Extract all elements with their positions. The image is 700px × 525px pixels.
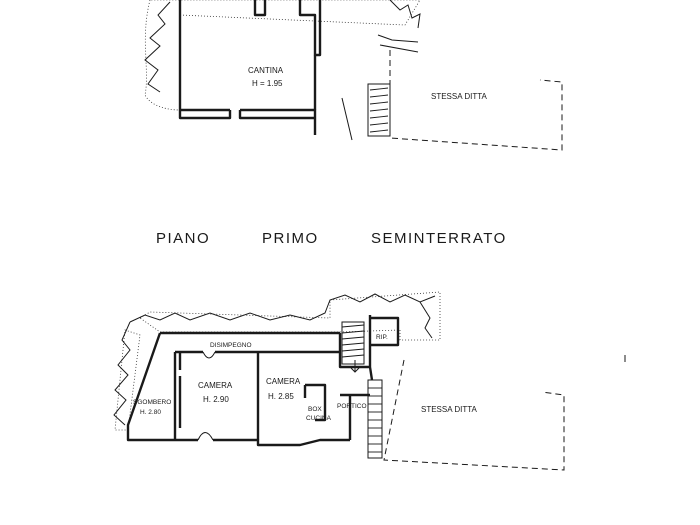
camera2-height: H. 2.85 xyxy=(268,392,294,401)
top-neighbor-boundary xyxy=(389,50,563,151)
bottom-neighbor-boundary xyxy=(383,359,565,471)
top-earth-left xyxy=(144,0,181,111)
bottom-stair-treads xyxy=(341,324,365,358)
portico-label: PORTICO xyxy=(337,403,367,410)
stair-arrow xyxy=(350,360,360,373)
top-partition xyxy=(253,0,322,57)
disimpegno-walls xyxy=(175,315,374,381)
bottom-rock-edge-top xyxy=(129,293,436,323)
camera1-height: H. 2.90 xyxy=(203,395,229,404)
top-oblique xyxy=(341,97,353,141)
bottom-plan: DISIMPEGNO SGOMBERO H. 2.80 CAMERA H. 2.… xyxy=(113,291,626,471)
exterior-steps xyxy=(367,379,383,459)
top-plan: CANTINA H = 1.95 STESSA DITTA xyxy=(144,0,563,151)
top-stair-treads xyxy=(369,87,389,133)
title-word-piano: PIANO xyxy=(156,230,210,247)
title-word-primo: PRIMO xyxy=(262,230,319,247)
title-word-seminterrato: SEMINTERRATO xyxy=(371,230,507,247)
sgombero-height: H. 2.80 xyxy=(140,409,161,416)
box-cucina-walls xyxy=(303,383,327,422)
top-stessa-ditta: STESSA DITTA xyxy=(431,92,488,101)
top-ramp xyxy=(377,34,419,53)
box-label: BOX xyxy=(308,406,322,413)
bottom-outer-wall xyxy=(126,331,350,447)
bottom-rock-edge-right xyxy=(419,301,433,339)
camera1-label: CAMERA xyxy=(198,381,233,390)
rip-room xyxy=(370,316,400,347)
bottom-rock-edge-left xyxy=(113,321,131,426)
top-rock-edge-left xyxy=(144,1,171,93)
cantina-label: CANTINA xyxy=(248,66,284,75)
plan-title: PIANO PRIMO SEMINTERRATO xyxy=(156,230,507,247)
cantina-height: H = 1.95 xyxy=(252,79,283,88)
sgombero-label: SGOMBERO xyxy=(133,399,171,406)
top-rock-edge-right xyxy=(389,0,421,29)
top-wall-bottom xyxy=(178,110,315,120)
camera2-label: CAMERA xyxy=(266,377,301,386)
exterior-step-treads xyxy=(368,387,382,453)
door-swing-camera1 xyxy=(197,432,214,441)
portico-right-wall xyxy=(340,393,370,440)
disimpegno-label: DISIMPEGNO xyxy=(210,342,252,349)
bottom-stessa-ditta: STESSA DITTA xyxy=(421,405,478,414)
cucina-label: CUCINA xyxy=(306,415,332,422)
rip-label: RIP. xyxy=(376,334,388,341)
bottom-earth-left xyxy=(114,329,141,431)
door-swing-camera2 xyxy=(202,351,216,359)
